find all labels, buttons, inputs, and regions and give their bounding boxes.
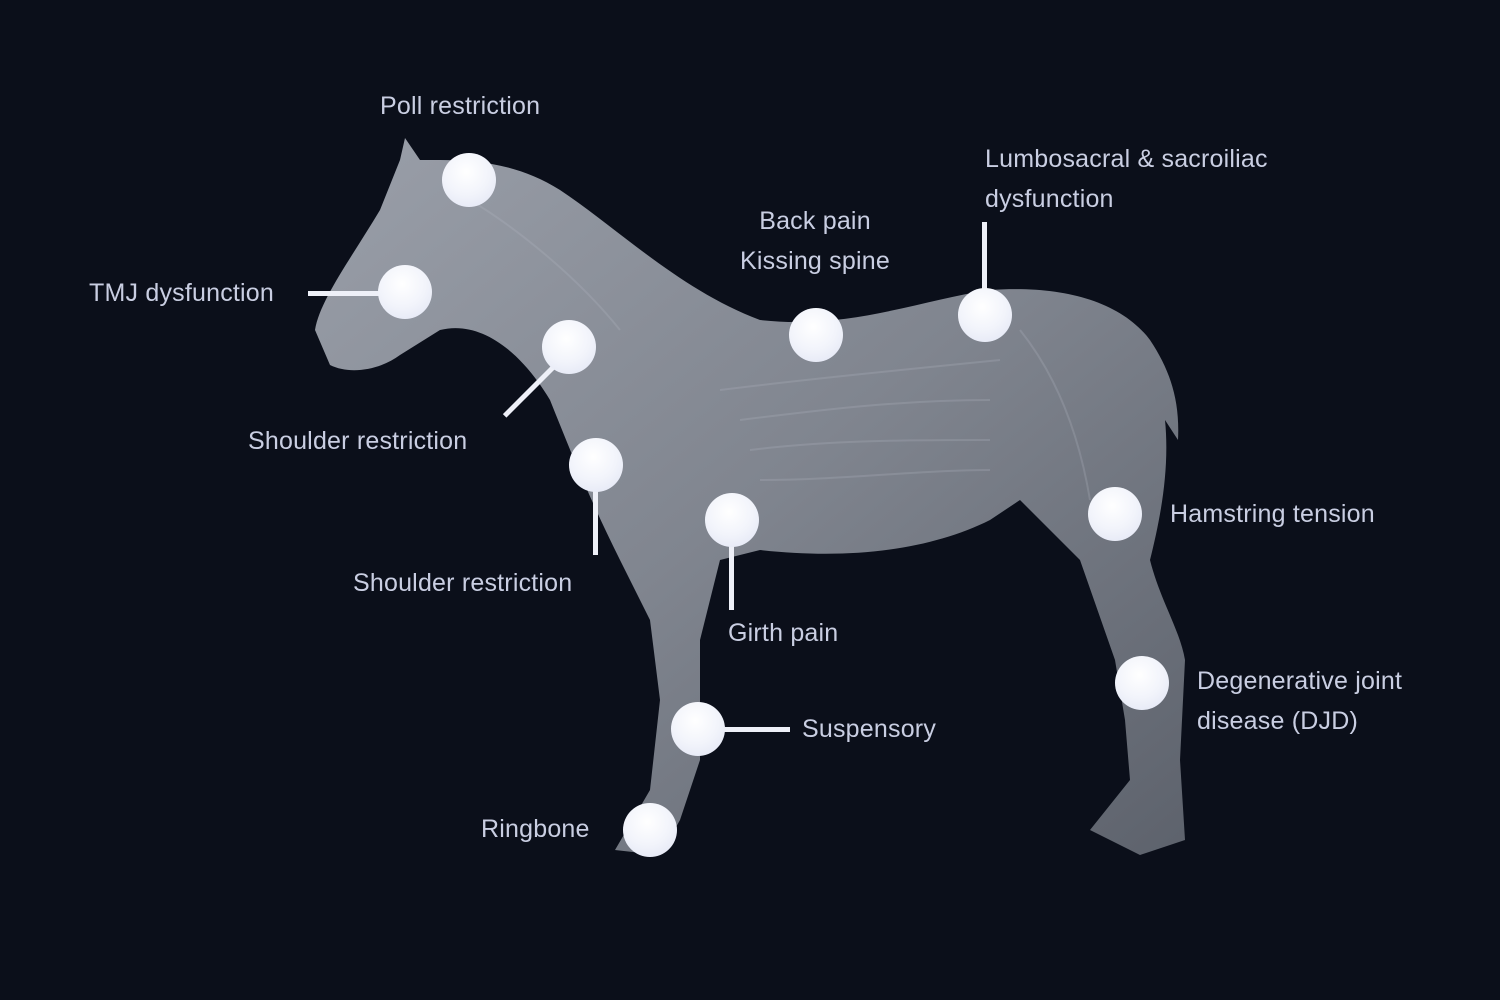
shoulder-upper-label-text: Shoulder restriction xyxy=(248,427,468,455)
poll-label-text: Poll restriction xyxy=(380,92,541,120)
djd-label: Degenerative joint disease (DJD) xyxy=(1197,661,1402,741)
shoulder-lower-label-text: Shoulder restriction xyxy=(353,569,573,597)
tmj-marker[interactable] xyxy=(378,265,432,319)
suspensory-label-text: Suspensory xyxy=(802,715,937,743)
girth-connector xyxy=(729,520,734,610)
tmj-label-text: TMJ dysfunction xyxy=(89,279,275,307)
shoulder-upper-label: Shoulder restriction xyxy=(248,421,467,461)
lumbosacral-label-line-1: Lumbosacral & sacroiliac xyxy=(985,145,1268,173)
shoulder-upper-marker[interactable] xyxy=(542,320,596,374)
poll-marker[interactable] xyxy=(442,153,496,207)
girth-marker[interactable] xyxy=(705,493,759,547)
shoulder-lower-label: Shoulder restriction xyxy=(353,563,572,603)
girth-label: Girth pain xyxy=(728,613,838,653)
suspensory-connector xyxy=(698,727,790,732)
tmj-connector xyxy=(308,291,405,296)
hamstring-marker[interactable] xyxy=(1088,487,1142,541)
suspensory-label: Suspensory xyxy=(802,709,936,749)
girth-label-text: Girth pain xyxy=(728,619,839,647)
shoulder-lower-marker[interactable] xyxy=(569,438,623,492)
lumbosacral-marker[interactable] xyxy=(958,288,1012,342)
lumbosacral-label: Lumbosacral & sacroiliac dysfunction xyxy=(985,139,1268,219)
back-label: Back pain Kissing spine xyxy=(715,201,915,281)
poll-label: Poll restriction xyxy=(380,86,540,126)
djd-label-line-2: disease (DJD) xyxy=(1197,707,1358,735)
tmj-label: TMJ dysfunction xyxy=(89,273,274,313)
ringbone-label-text: Ringbone xyxy=(481,815,590,843)
lumbosacral-connector xyxy=(982,222,987,315)
shoulder-lower-connector xyxy=(593,465,598,555)
ringbone-marker[interactable] xyxy=(623,803,677,857)
hamstring-label: Hamstring tension xyxy=(1170,494,1375,534)
djd-marker[interactable] xyxy=(1115,656,1169,710)
ringbone-label: Ringbone xyxy=(481,809,590,849)
back-label-line-1: Back pain xyxy=(759,207,871,235)
djd-label-line-1: Degenerative joint xyxy=(1197,667,1403,695)
suspensory-marker[interactable] xyxy=(671,702,725,756)
lumbosacral-label-line-2: dysfunction xyxy=(985,185,1114,213)
back-label-line-2: Kissing spine xyxy=(740,247,890,275)
hamstring-label-text: Hamstring tension xyxy=(1170,500,1375,528)
back-marker[interactable] xyxy=(789,308,843,362)
